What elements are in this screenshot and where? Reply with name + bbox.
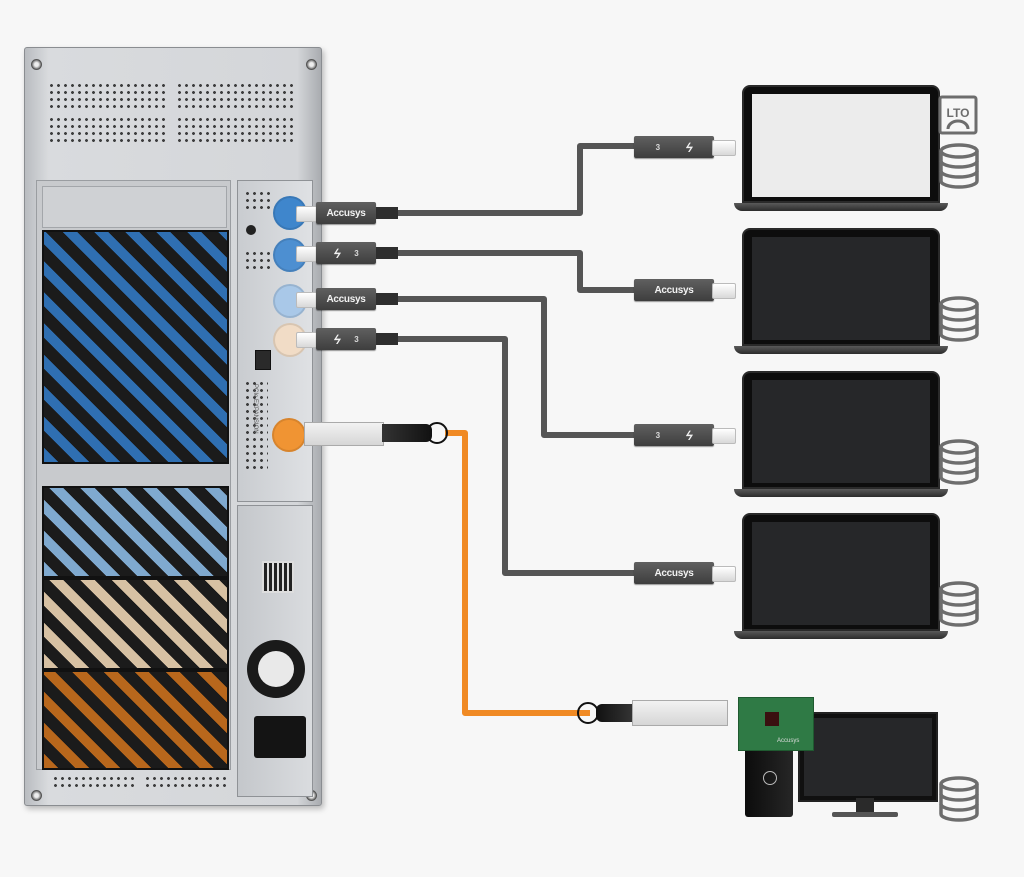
workstation-monitor [798,712,938,802]
cable-link-4 [398,336,635,576]
screw-icon [31,790,42,801]
laptop-screen [742,371,940,489]
host-plug-1[interactable]: Accusys [316,202,376,224]
pcie-host-card: Accusys [738,697,814,751]
client-laptop-2 [734,228,948,354]
audio-jack [246,225,256,235]
plug-tip [712,566,736,582]
lto-icon: LTO [938,95,978,140]
bay-blank-plate [42,186,227,228]
database-icon [938,581,980,632]
laptop-screen [742,85,940,203]
drive-bay-3[interactable] [42,578,229,670]
laptop-base [734,346,948,354]
card-chip [765,712,779,726]
thunderbolt-icon: ϟ [683,427,695,443]
database-icon [938,296,980,347]
tb-generation: 3 [354,334,359,344]
monitor-base [832,812,898,817]
vent-grille [144,775,226,787]
vent-grille [176,116,294,142]
cable-link-1 [398,143,635,216]
vent-grille [244,250,270,272]
plug-brand-label: Accusys [326,207,366,219]
workstation-tower [745,747,793,817]
plug-boot [376,333,398,345]
qsfp-pull-tab [382,424,432,442]
color-grading-app-screen [752,380,930,483]
drive-bay-4[interactable] [42,670,229,770]
vent-grille [52,775,134,787]
asset-browser-app-screen [752,94,930,197]
pcie-expansion-port[interactable] [272,418,306,452]
power-inlet[interactable] [254,716,306,758]
drive-bay-2[interactable] [42,486,229,578]
plug-tip [712,283,736,299]
laptop-base [734,631,948,639]
monitor-app-screen [804,718,932,796]
fan-hub [258,651,294,687]
laptop-screen [742,228,940,346]
host-plug-3[interactable]: Accusys [316,288,376,310]
vent-grille [48,116,166,142]
plug-boot [376,247,398,259]
plug-boot [376,207,398,219]
tb-generation: 3 [655,430,660,440]
color-grading-app-screen [752,237,930,340]
screw-icon [31,59,42,70]
thunderbolt-icon: ϟ [683,139,695,155]
usb-port[interactable] [255,350,271,370]
laptop-screen [742,513,940,631]
vent-grille [176,82,294,108]
thunderbolt-icon: ϟ [331,245,343,261]
database-icon [938,143,980,194]
client-laptop-4 [734,513,948,639]
client-plug-4[interactable]: Accusys [634,562,714,584]
plug-tip [712,428,736,444]
vent-grille [244,190,270,212]
cable-link-2 [398,250,635,293]
cable-link-5 [445,430,590,716]
plug-brand-label: Accusys [326,293,366,305]
vent-grille [244,380,268,470]
client-laptop-1 [734,85,948,211]
plug-boot [376,293,398,305]
laptop-base [734,489,948,497]
card-brand-label: Accusys [777,738,800,744]
plug-brand-label: Accusys [654,284,694,296]
client-plug-2[interactable]: Accusys [634,279,714,301]
plug-brand-label: Accusys [654,567,694,579]
qsfp-pull-tab [596,704,632,722]
laptop-base [734,203,948,211]
color-grading-app-screen [752,522,930,625]
vent-grille [48,82,166,108]
qr-code [262,561,294,593]
thunderbolt-icon: ϟ [331,331,343,347]
database-icon [938,439,980,490]
svg-text:LTO: LTO [947,106,970,120]
qsfp-connector-host[interactable] [304,422,384,446]
client-laptop-3 [734,371,948,497]
plug-tip [712,140,736,156]
tb-generation: 3 [655,142,660,152]
monitor-stand [856,798,874,812]
database-icon [938,776,980,827]
tb-generation: 3 [354,248,359,258]
cable-link-3 [398,296,635,438]
dell-logo-icon [763,771,777,785]
drive-bay-1[interactable] [42,230,229,464]
qsfp-connector-client[interactable] [632,700,728,726]
screw-icon [306,59,317,70]
